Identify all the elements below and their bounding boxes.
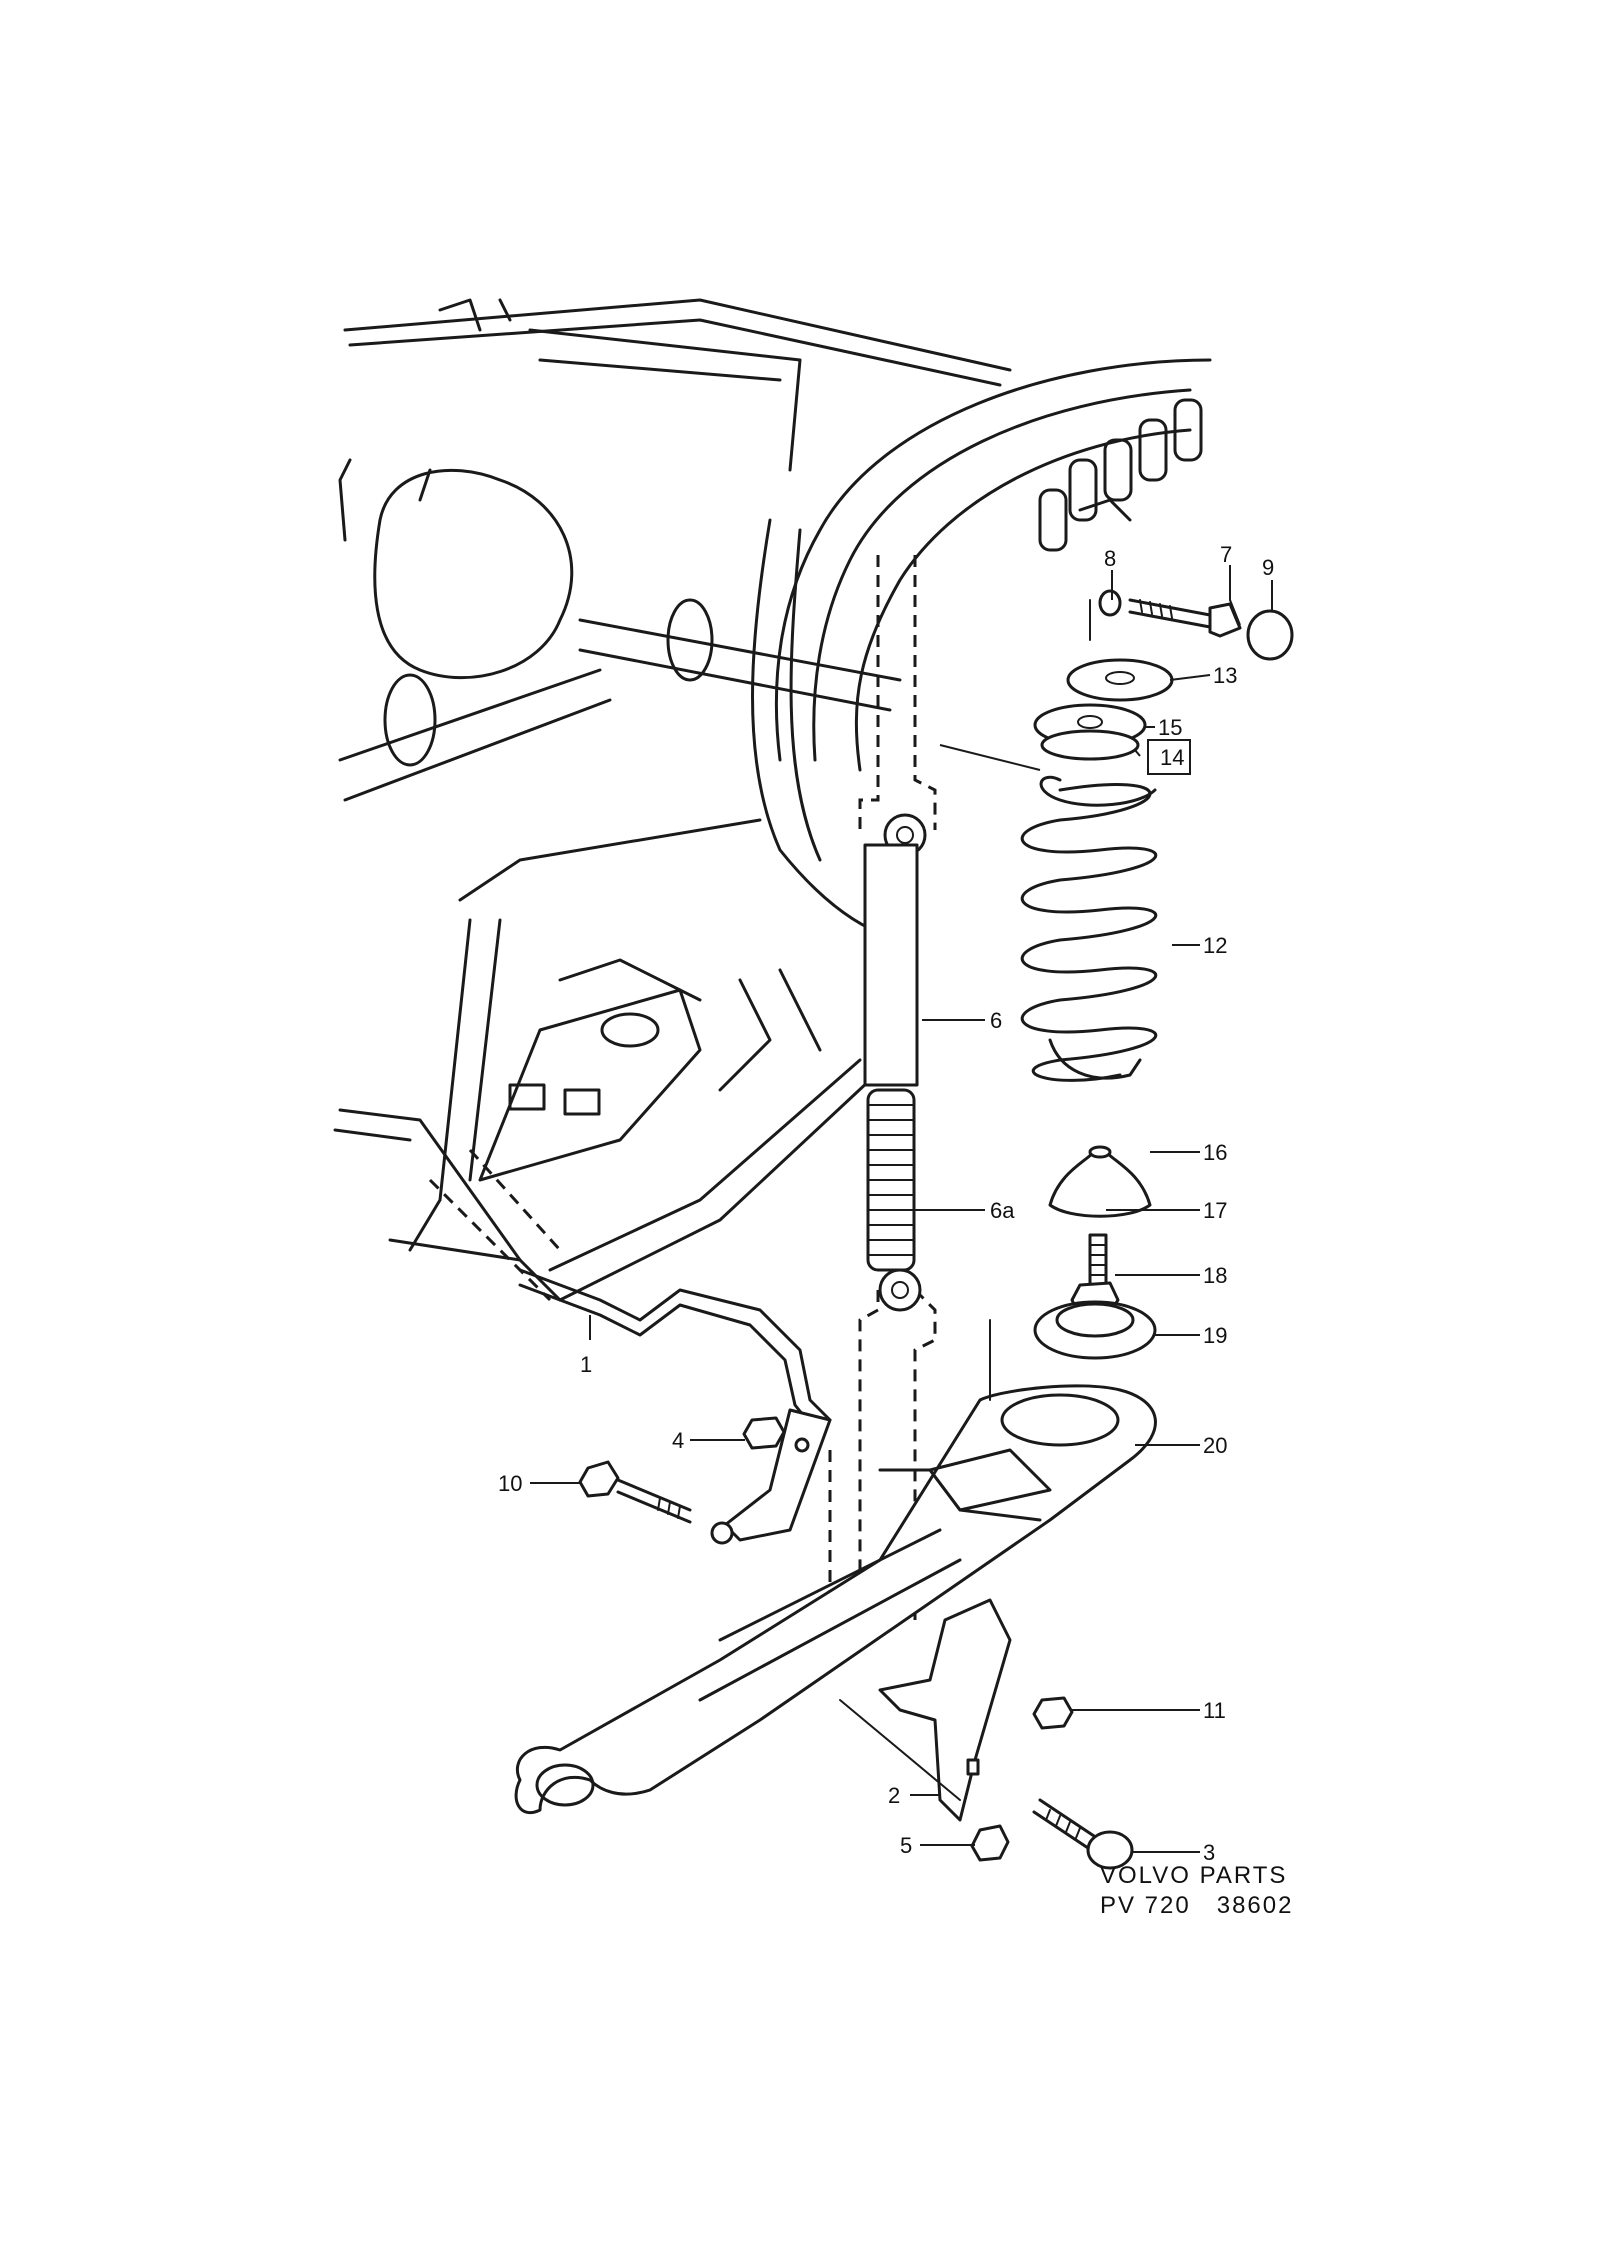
footer-code: PV 720 38602 (1100, 1892, 1294, 1919)
callout-19: 19 (1203, 1323, 1227, 1348)
callout-11: 11 (1203, 1698, 1226, 1723)
shock-absorber (863, 813, 927, 1312)
callout-14-box (1147, 739, 1191, 775)
callout-14: 14 (1160, 745, 1184, 770)
anti-roll-bar (518, 1268, 832, 1545)
callout-17: 17 (1203, 1198, 1227, 1223)
fasteners (578, 1416, 1134, 1870)
upper-mount-hardware (1033, 498, 1294, 761)
callout-8: 8 (1104, 546, 1116, 571)
callout-2: 2 (888, 1783, 900, 1808)
coil-spring (1020, 775, 1158, 1082)
callout-18: 18 (1203, 1263, 1227, 1288)
shock-absorber-bellows (866, 1088, 916, 1272)
callout-16: 16 (1203, 1140, 1227, 1165)
lower-control-arm (514, 1319, 1157, 1815)
callout-13: 13 (1213, 663, 1237, 688)
callout-3: 3 (1203, 1840, 1215, 1865)
callout-12: 12 (1203, 933, 1227, 958)
callout-9: 9 (1262, 555, 1274, 580)
vehicle-body-outline (333, 298, 1212, 1302)
callout-15: 15 (1158, 715, 1182, 740)
callout-4: 4 (672, 1428, 684, 1453)
spring-lower-seat (1033, 1145, 1157, 1360)
footer-brand: VOLVO PARTS (1100, 1862, 1288, 1889)
callout-10: 10 (498, 1471, 522, 1496)
callout-1: 1 (580, 1352, 592, 1377)
mounting-bracket (839, 1598, 1012, 1822)
callout-7: 7 (1220, 542, 1232, 567)
callout-20: 20 (1203, 1433, 1227, 1458)
callout-5: 5 (900, 1833, 912, 1858)
mounting-dash-lines (828, 555, 937, 1660)
callout-6: 6 (990, 1008, 1002, 1033)
leader-lines (530, 565, 1273, 1853)
callout-labels: 1 2 3 4 5 6 6a 7 8 9 10 11 12 13 14 15 1… (498, 542, 1274, 1865)
callout-6a: 6a (990, 1198, 1015, 1223)
